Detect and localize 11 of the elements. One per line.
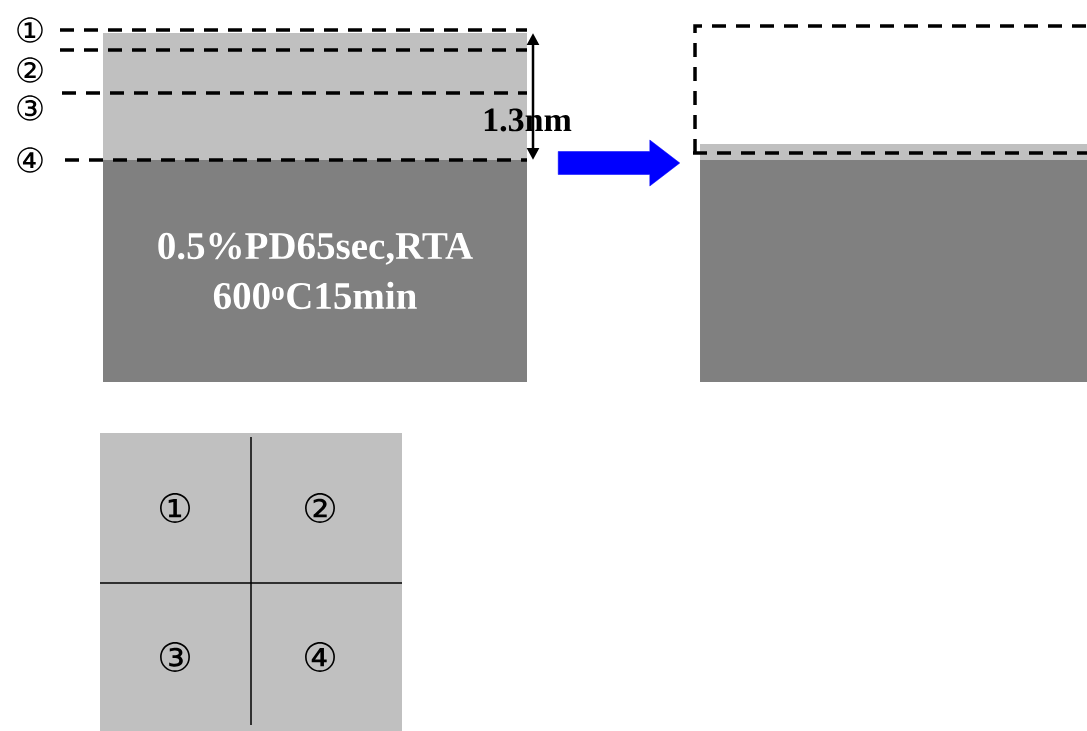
circled-number: ② (305, 493, 335, 523)
circled-number: ① (17, 17, 43, 43)
substrate-block: 0.5%PD65sec,RTA 600$^{o}$C15min (103, 160, 527, 382)
circled-number: ③ (160, 642, 190, 672)
circled-number: ④ (17, 147, 43, 173)
circled-number: ① (160, 493, 190, 523)
substrate-block (700, 160, 1087, 382)
circled-number: ④ (305, 642, 335, 672)
circled-number: ② (17, 57, 43, 83)
arrow (557, 139, 681, 187)
circled-number: ③ (17, 95, 43, 121)
